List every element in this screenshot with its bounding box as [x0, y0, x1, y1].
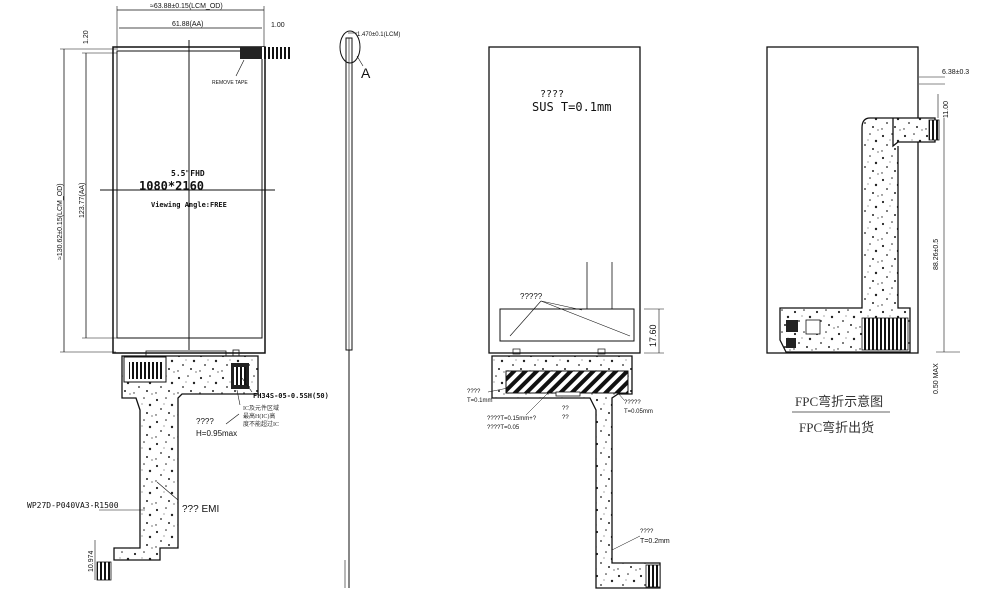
- side-view: 1.470±0.1(LCM) A: [339, 30, 400, 588]
- detail-label: A: [361, 65, 371, 81]
- fpc-shape: [113, 355, 259, 561]
- folded-view: 6.38±0.3 11.00 88.26±0.5 0.50 MAX FPC弯折示…: [766, 46, 969, 435]
- dim-right-margin: 1.00: [271, 22, 285, 29]
- detail-a-circle: [339, 30, 361, 64]
- dim-11: 11.00: [943, 101, 950, 118]
- ic-note-line-2: 最高H(IC)高: [243, 412, 275, 420]
- callout-q: ?????: [520, 292, 543, 301]
- left-note-q: ????: [467, 389, 481, 395]
- right-note-t: T=0.05mm: [624, 409, 653, 415]
- remove-tape-label: REMOVE TAPE: [212, 80, 248, 86]
- viewing-angle-label: Viewing Angle:FREE: [151, 201, 227, 209]
- resolution-label: 1080*2160: [139, 179, 204, 193]
- sus-q: ????: [540, 89, 564, 100]
- height-q: ????: [196, 417, 214, 426]
- height-value: H=0.95max: [196, 429, 237, 438]
- right-note-q: ?????: [624, 400, 641, 406]
- fpc-width: 10.974: [88, 550, 95, 572]
- dim-top-margin: 1.20: [83, 30, 90, 44]
- dim-lcm-height: ≈130.62±0.15(LCM_OD): [57, 183, 64, 260]
- ic-note-line-3: 度不能超过IC: [243, 420, 279, 428]
- dim-long: 88.26±0.5: [933, 239, 940, 270]
- dim-aa-width: 61.88(AA): [172, 21, 204, 28]
- thickness-label: 1.470±0.1(LCM): [357, 32, 400, 38]
- dim-max: 0.50 MAX: [933, 363, 940, 394]
- mid-note-2: ????T=0.05: [487, 425, 520, 431]
- dim-aa-height: 123.77(AA): [79, 183, 86, 218]
- bottom-note-t: T=0.2mm: [640, 538, 670, 545]
- left-note-t: T=0.1mm: [467, 398, 493, 404]
- dim-top: 6.38±0.3: [942, 69, 969, 76]
- dim-lcm-width: ≈63.88±0.15(LCM_OD): [150, 3, 223, 10]
- front-view: ≈63.88±0.15(LCM_OD) 61.88(AA) 1.00 1.20 …: [27, 3, 329, 581]
- caption-2: FPC弯折出货: [799, 420, 874, 435]
- connector-label: FH34S-05-0.5SH(50): [253, 392, 329, 400]
- dim-17-60: 17.60: [648, 324, 658, 347]
- back-view: ???? SUS T=0.1mm ????? 17.60 ???? T=0.1m…: [467, 46, 670, 589]
- center-q1: ??: [562, 406, 569, 412]
- fpc-part-no: WP27D-P040VA3-R1500: [27, 501, 119, 510]
- folded-fpc-shape: [779, 117, 936, 353]
- bottom-note-q: ????: [640, 529, 654, 535]
- size-label: 5.5"FHD: [171, 169, 205, 178]
- emi-label: ??? EMI: [182, 504, 219, 515]
- sus-label: SUS T=0.1mm: [532, 100, 611, 114]
- ic-note-line-1: IC及元件区域: [243, 404, 279, 412]
- caption-1: FPC弯折示意图: [795, 394, 883, 409]
- center-q2: ??: [562, 415, 569, 421]
- mid-note-1: ????T=0.15mm+?: [487, 416, 537, 422]
